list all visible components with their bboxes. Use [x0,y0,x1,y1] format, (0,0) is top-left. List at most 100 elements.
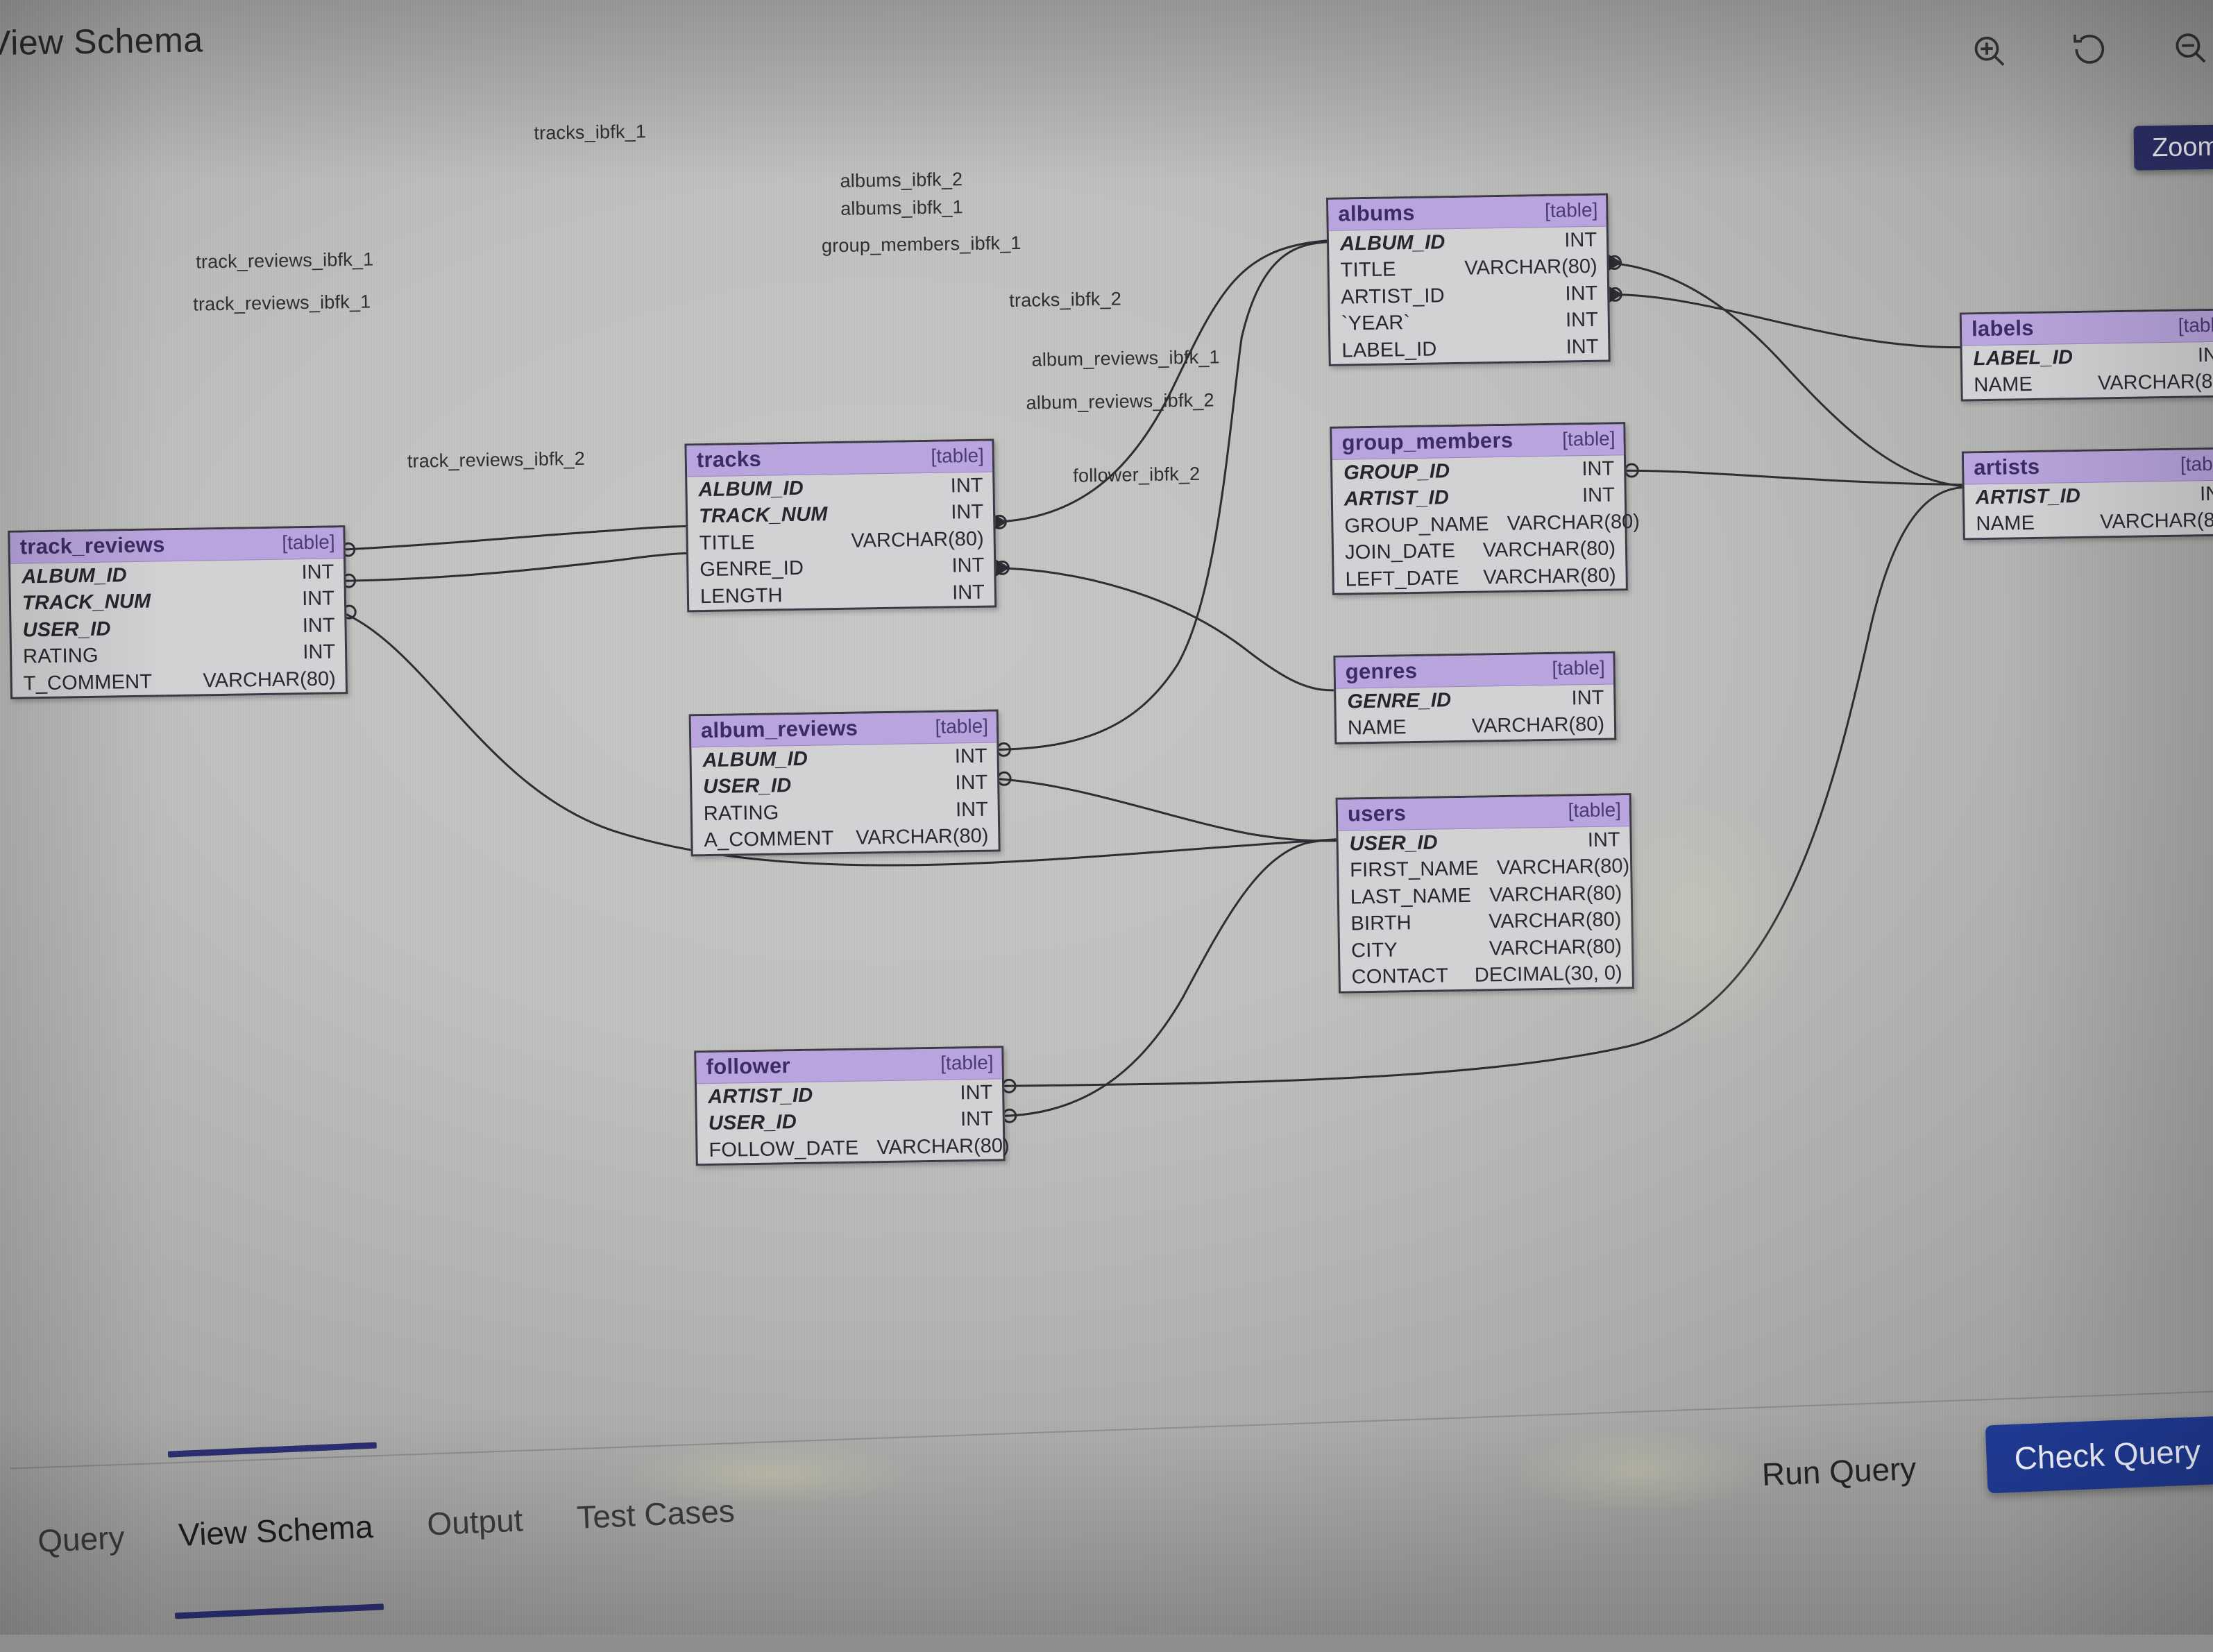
table-node-genres[interactable]: genres[table]GENRE_ID INT NAME VARCHAR(80) [1333,651,1616,744]
tab-output[interactable]: Output [419,1497,531,1554]
column-type: INT [942,1108,993,1132]
table-name: albums [1338,201,1415,227]
column-type: INT [1553,687,1604,710]
column-type: VARCHAR(80) [1454,713,1605,738]
table-header[interactable]: labels[table] [1962,310,2213,346]
column-name: A_COMMENT [704,828,834,852]
relationship-label: follower_ibfk_2 [1073,463,1201,487]
relationship-label: album_reviews_ibfk_1 [1031,346,1220,371]
column-name: ALBUM_ID [1340,231,1445,255]
table-name: artists [1974,454,2040,480]
column-row: NAME VARCHAR(80) [1337,711,1615,742]
bottom-tab-bar[interactable]: Query View Schema Output Test Cases [10,1488,743,1572]
table-badge: [table] [1568,799,1621,821]
column-name: USER_ID [709,1112,797,1135]
column-type: INT [937,772,987,795]
column-name: NAME [1348,717,1407,740]
column-type: VARCHAR(80) [1446,255,1597,280]
column-type: INT [1548,309,1598,332]
column-name: FIRST_NAME [1350,858,1479,882]
column-name: TITLE [699,531,754,555]
column-row: ALBUM_ID INT [1329,227,1607,258]
column-row: BIRTH VARCHAR(80) [1339,907,1631,938]
table-header[interactable]: users[table] [1338,795,1630,831]
check-query-button[interactable]: Check Query [1985,1416,2213,1494]
table-header[interactable]: group_members[table] [1332,424,1624,460]
table-name: labels [1972,316,2034,341]
column-type: VARCHAR(80) [1470,909,1622,934]
zoom-out-icon[interactable] [2167,24,2213,72]
schema-canvas[interactable]: track_reviews[table] ALBUM_ID INT TRACK_NUM… [0,66,2213,1405]
relationship-label: albums_ibfk_1 [840,196,963,220]
column-name: LAST_NAME [1350,885,1472,909]
column-name: CITY [1351,939,1398,962]
column-name: LENGTH [700,584,783,608]
relationship-label: track_reviews_ibfk_2 [407,448,586,472]
column-type: DECIMAL(30, 0) [1457,962,1622,987]
column-name: `YEAR` [1341,312,1411,335]
reset-rotate-icon[interactable] [2066,26,2114,74]
column-type: INT [285,614,335,638]
table-badge: [table] [931,445,984,468]
column-type: INT [933,554,984,578]
zoom-tooltip: Zoom [2134,124,2213,170]
column-name: JOIN_DATE [1345,540,1456,564]
column-type: VARCHAR(80) [838,825,989,850]
tab-query[interactable]: Query [30,1514,133,1571]
column-name: BIRTH [1350,912,1411,936]
column-type: INT [1570,828,1620,852]
table-header[interactable]: tracks [table] [687,441,993,477]
relationship-label: tracks_ibfk_2 [1009,289,1121,312]
table-name: album_reviews [701,716,858,744]
table-name: group_members [1341,428,1513,456]
column-type: INT [284,588,334,611]
tab-test-cases[interactable]: Test Cases [569,1488,743,1548]
table-header[interactable]: artists[table] [1964,449,2213,484]
column-name: GENRE_ID [1347,689,1451,713]
column-name: LABEL_ID [1974,346,2074,371]
table-header[interactable]: album_reviews[table] [691,711,997,747]
table-header[interactable]: genres[table] [1335,654,1613,689]
column-type: INT [1564,484,1615,508]
table-name: tracks [697,447,762,472]
column-name: LABEL_ID [1341,338,1437,362]
zoom-in-icon[interactable] [1965,27,2013,75]
column-name: TRACK_NUM [22,590,151,615]
column-name: ALBUM_ID [702,748,808,772]
column-type: INT [942,1082,992,1105]
column-type: INT [938,799,988,822]
column-name: NAME [1976,512,2035,536]
relationship-label: track_reviews_ibfk_1 [193,291,371,316]
table-header[interactable]: albums[table] [1328,196,1606,231]
column-type: INT [933,501,983,525]
column-row: GENRE_ID INT [1336,685,1614,716]
table-header[interactable]: track_reviews[table] [10,527,344,564]
run-query-button[interactable]: Run Query [1761,1449,1917,1493]
column-name: NAME [1974,373,2033,397]
tab-view-schema[interactable]: View Schema [171,1503,381,1565]
column-type: VARCHAR(80) [1471,935,1622,960]
table-header[interactable]: follower[table] [696,1048,1002,1084]
column-type: INT [1546,229,1597,253]
column-name: RATING [704,801,779,825]
